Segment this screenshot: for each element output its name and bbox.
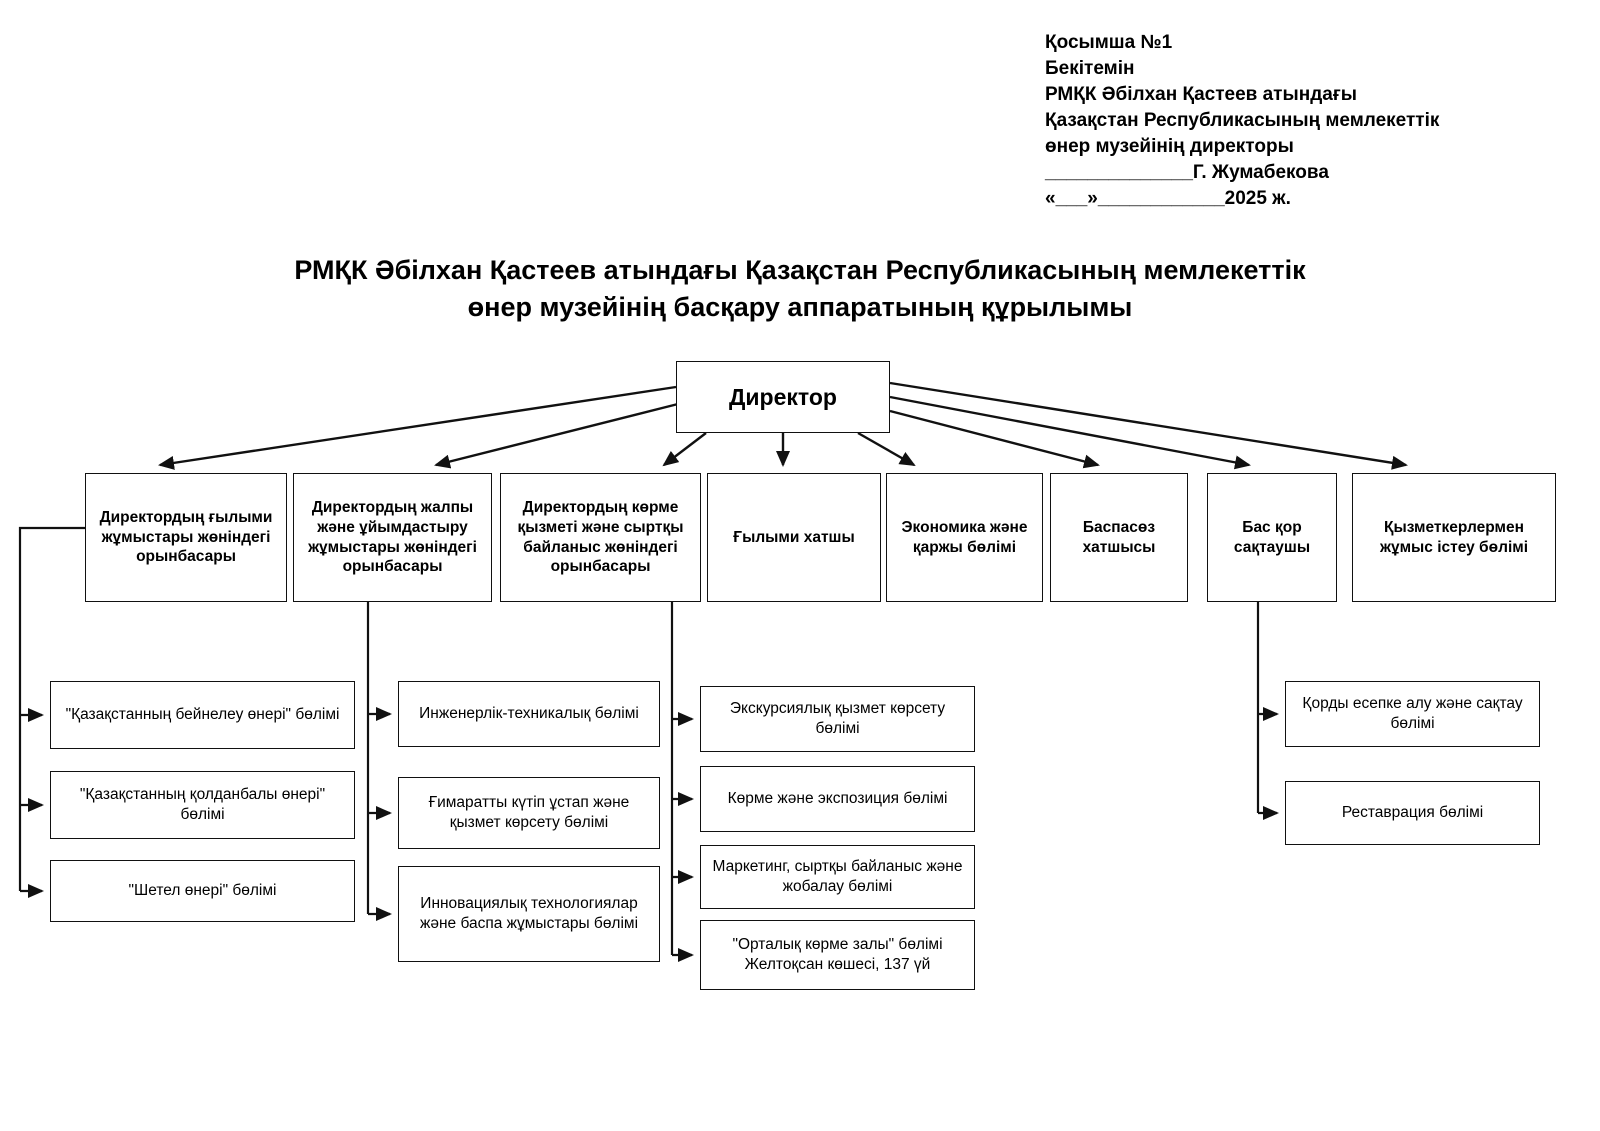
- dept-innovation-print: Инновациялық технологиялар және баспа жұ…: [398, 866, 660, 962]
- dept-marketing-external-relations: Маркетинг, сыртқы байланыс және жобалау …: [700, 845, 975, 909]
- node-press-secretary: Баспасөз хатшысы: [1050, 473, 1188, 602]
- dept-excursion-services: Экскурсиялық қызмет көрсету бөлімі: [700, 686, 975, 752]
- dept-building-maintenance: Ғимаратты күтіп ұстап және қызмет көрсет…: [398, 777, 660, 849]
- approval-line-signature: ______________Г. Жумабекова: [1045, 162, 1329, 183]
- approval-line-date: «___»____________2025 ж.: [1045, 188, 1291, 209]
- node-chief-custodian: Бас қор сақтаушы: [1207, 473, 1337, 602]
- node-deputy-exhibition: Директордың көрме қызметі және сыртқы ба…: [500, 473, 701, 602]
- approval-line-org-1: РМҚК Әбілхан Қастеев атындағы: [1045, 84, 1357, 105]
- dept-engineering-technical: Инженерлік-техникалық бөлімі: [398, 681, 660, 747]
- node-hr-department: Қызметкерлермен жұмыс істеу бөлімі: [1352, 473, 1556, 602]
- approval-line-org-2: Қазақстан Республикасының мемлекеттік: [1045, 110, 1440, 131]
- page-title-line-1: РМҚК Әбілхан Қастеев атындағы Қазақстан …: [294, 255, 1306, 285]
- dept-fine-arts-kazakhstan: "Қазақстанның бейнелеу өнері" бөлімі: [50, 681, 355, 749]
- director-arrows: [158, 381, 1408, 470]
- node-economics-finance: Экономика және қаржы бөлімі: [886, 473, 1043, 602]
- node-deputy-general-org: Директордың жалпы және ұйымдастыру жұмыс…: [293, 473, 492, 602]
- node-scientific-secretary: Ғылыми хатшы: [707, 473, 881, 602]
- dept-applied-arts-kazakhstan: "Қазақстанның қолданбалы өнері" бөлімі: [50, 771, 355, 839]
- approval-line-annex: Қосымша №1: [1045, 32, 1173, 53]
- approval-line-approve: Бекітемін: [1045, 58, 1135, 79]
- approval-block: Қосымша №1 Бекітемін РМҚК Әбілхан Қастее…: [1045, 30, 1439, 212]
- page-title: РМҚК Әбілхан Қастеев атындағы Қазақстан …: [0, 252, 1600, 326]
- node-deputy-science: Директордың ғылыми жұмыстары жөніндегі о…: [85, 473, 287, 602]
- dept-central-exhibition-hall: "Орталық көрме залы" бөлімі Желтоқсан кө…: [700, 920, 975, 990]
- node-director: Директор: [676, 361, 890, 433]
- dept-fund-accounting-storage: Қорды есепке алу және сақтау бөлімі: [1285, 681, 1540, 747]
- dept-exhibition-exposition: Көрме және экспозиция бөлімі: [700, 766, 975, 832]
- approval-line-org-3: өнер музейінің директоры: [1045, 136, 1294, 157]
- department-tree-lines: [18, 526, 1279, 962]
- dept-restoration: Реставрация бөлімі: [1285, 781, 1540, 845]
- page-title-line-2: өнер музейінің басқару аппаратының құрыл…: [467, 292, 1133, 322]
- dept-foreign-art: "Шетел өнері" бөлімі: [50, 860, 355, 922]
